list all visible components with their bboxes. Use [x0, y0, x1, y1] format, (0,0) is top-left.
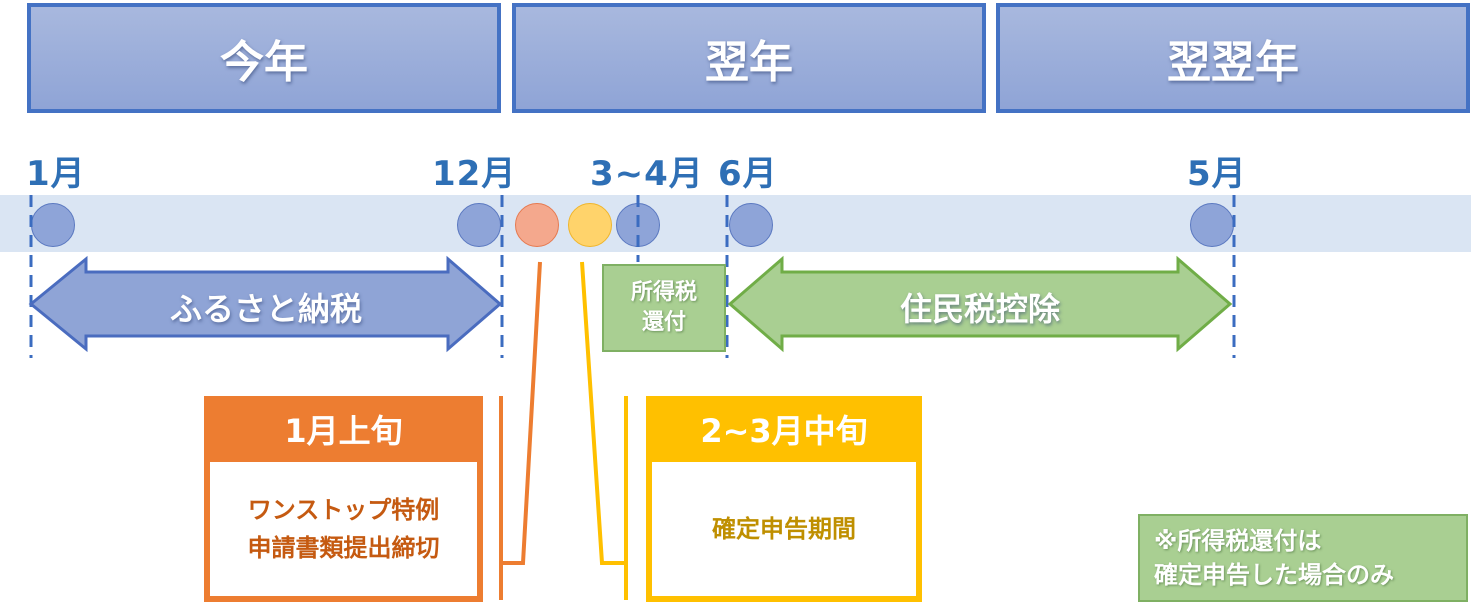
- furusato-arrow: [28, 255, 503, 353]
- onestop-line-1: ワンストップ特例: [247, 496, 440, 524]
- footnote-line-2: 確定申告した場合のみ: [1154, 561, 1394, 589]
- year-label: 今年: [220, 37, 308, 88]
- onestop-callout-header: 1月上旬: [284, 412, 403, 450]
- month-label-mar-apr: 3~4月: [590, 154, 704, 194]
- furusato-label: ふるさと納税: [169, 290, 362, 328]
- refund-footnote: ※所得税還付は 確定申告した場合のみ: [1138, 514, 1468, 602]
- timeline-dot-kakutei-period: [568, 203, 612, 247]
- onestop-callout-body: ワンストップ特例 申請書類提出締切: [210, 462, 477, 596]
- refund-line-1: 所得税: [630, 280, 697, 305]
- kakutei-callout-header: 2~3月中旬: [700, 412, 868, 450]
- onestop-callout: 1月上旬 ワンストップ特例 申請書類提出締切: [204, 396, 483, 602]
- refund-line-2: 還付: [641, 310, 686, 335]
- footnote-line-1: ※所得税還付は: [1154, 527, 1322, 555]
- year-label: 翌翌年: [1167, 37, 1299, 88]
- timeline-dot-jun: [729, 203, 773, 247]
- resident-tax-label: 住民税控除: [899, 290, 1060, 328]
- kakutei-line-1: 確定申告期間: [712, 515, 856, 543]
- year-header-next-year: 翌年: [512, 3, 986, 113]
- kakutei-callout-body: 確定申告期間: [652, 462, 916, 596]
- month-label-dec: 12月: [432, 154, 517, 194]
- year-header-this-year: 今年: [27, 3, 501, 113]
- kakutei-callout: 2~3月中旬 確定申告期間: [646, 396, 922, 602]
- onestop-connector: [503, 261, 542, 565]
- timeline-dot-onestop-deadline: [515, 203, 559, 247]
- year-header-year-after-next: 翌翌年: [996, 3, 1470, 113]
- month-label-may: 5月: [1187, 154, 1247, 194]
- resident-tax-arrow: [727, 255, 1233, 353]
- income-tax-refund-box: 所得税 還付: [602, 264, 726, 352]
- dashed-markers: [29, 195, 1236, 358]
- month-label-jun: 6月: [718, 154, 778, 194]
- year-label: 翌年: [705, 37, 793, 88]
- onestop-line-2: 申請書類提出締切: [247, 534, 440, 562]
- timeline-dot-may: [1190, 203, 1234, 247]
- timeline-dot-dec: [457, 203, 501, 247]
- kakutei-connector: [580, 261, 624, 565]
- month-label-jan: 1月: [26, 154, 86, 194]
- timeline-dot-jan: [31, 203, 75, 247]
